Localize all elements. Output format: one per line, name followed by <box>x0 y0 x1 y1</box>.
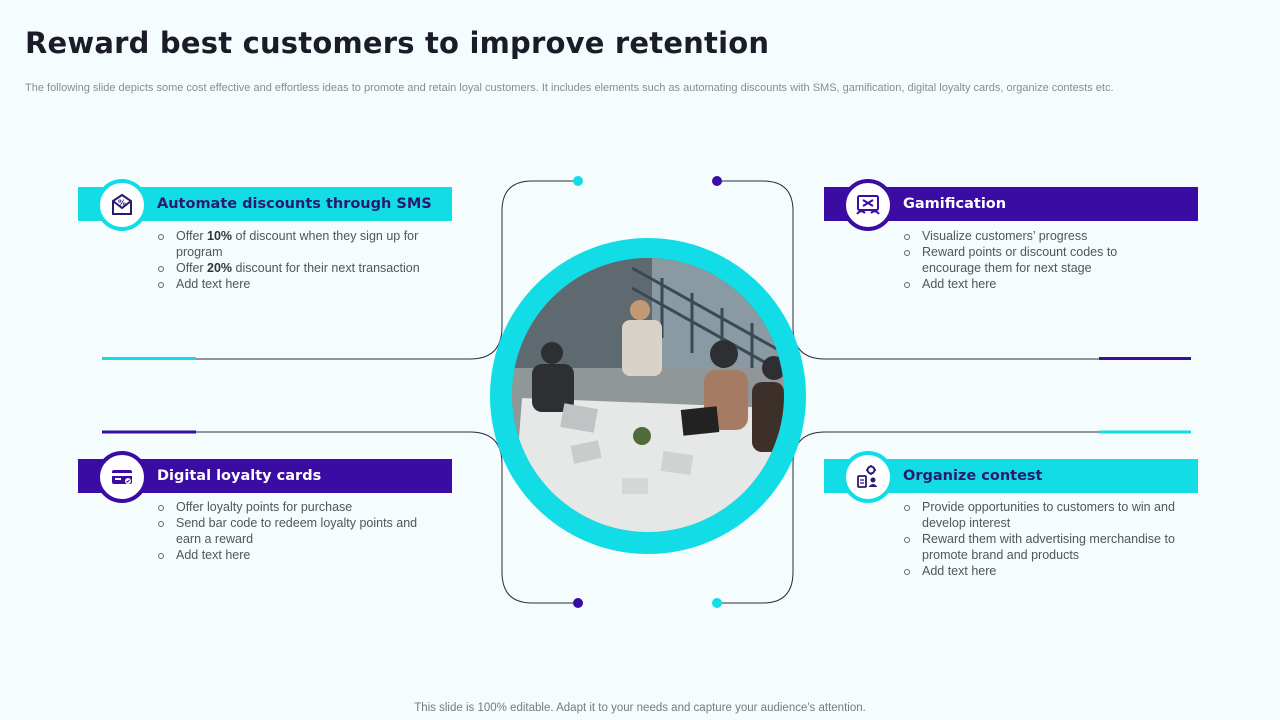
list-item: Send bar code to redeem loyalty points a… <box>157 515 437 547</box>
svg-text:%: % <box>118 199 126 208</box>
connector-dot-bottom-left <box>573 598 583 608</box>
team-meeting-photo <box>512 258 784 532</box>
connector-dot-top-left <box>573 176 583 186</box>
connector-bottom-left <box>102 431 578 604</box>
card-sms-bullets: Offer 10% of discount when they sign up … <box>157 228 437 292</box>
card-sms-title: Automate discounts through SMS <box>157 196 432 212</box>
discount-sms-icon: % <box>96 179 148 231</box>
connector-top-left <box>102 180 578 360</box>
connector-bottom-right <box>717 431 1191 604</box>
card-gamification-bullets: Visualize customers’ progress Reward poi… <box>903 228 1163 292</box>
footer-note: This slide is 100% editable. Adapt it to… <box>414 702 866 714</box>
list-item: Visualize customers’ progress <box>903 228 1163 244</box>
page-title: Reward best customers to improve retenti… <box>25 26 770 60</box>
connector-dot-bottom-right <box>712 598 722 608</box>
list-item: Reward them with advertising merchandise… <box>903 531 1188 563</box>
list-item: Add text here <box>903 276 1163 292</box>
page-subtitle: The following slide depicts some cost ef… <box>25 82 1114 94</box>
card-loyalty-bullets: Offer loyalty points for purchase Send b… <box>157 499 437 563</box>
card-gamification-title: Gamification <box>903 196 1007 212</box>
list-item: Offer 20% discount for their next transa… <box>157 260 437 276</box>
list-item: Offer 10% of discount when they sign up … <box>157 228 437 260</box>
list-item: Provide opportunities to customers to wi… <box>903 499 1188 531</box>
connector-dot-top-right <box>712 176 722 186</box>
list-item: Offer loyalty points for purchase <box>157 499 437 515</box>
contest-team-icon <box>842 451 894 503</box>
loyalty-card-icon <box>96 451 148 503</box>
list-item: Reward points or discount codes to encou… <box>903 244 1163 276</box>
list-item: Add text here <box>903 563 1188 579</box>
game-controller-icon <box>842 179 894 231</box>
list-item: Add text here <box>157 276 437 292</box>
card-loyalty-title: Digital loyalty cards <box>157 468 322 484</box>
card-contest-title: Organize contest <box>903 468 1043 484</box>
list-item: Add text here <box>157 547 437 563</box>
card-contest-bullets: Provide opportunities to customers to wi… <box>903 499 1188 579</box>
connector-top-right <box>717 180 1191 360</box>
